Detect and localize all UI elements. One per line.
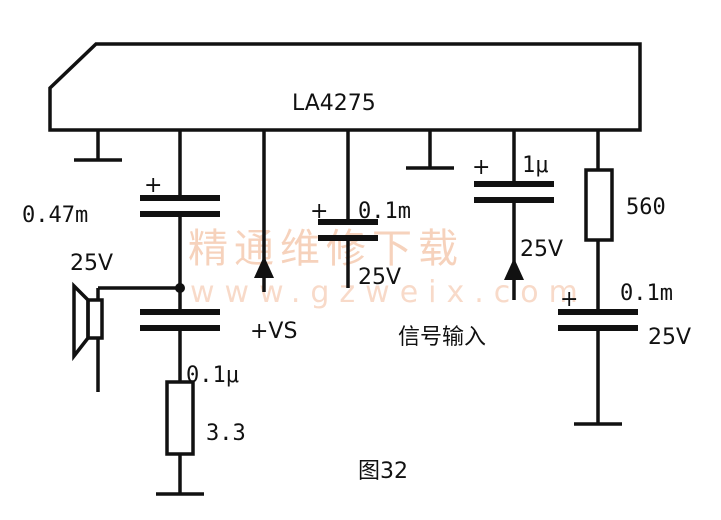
supply-arrow-icon (254, 256, 274, 278)
ground-bottom-right (574, 328, 622, 426)
zobel-resistor (165, 380, 195, 456)
mid-capacitor-plus: + (310, 199, 328, 224)
ground-pin-center (406, 130, 454, 170)
output-capacitor-plus: + (144, 173, 162, 198)
ic-label: LA4275 (292, 91, 376, 116)
input-capacitor (474, 181, 554, 203)
right-capacitor-plus: + (560, 287, 578, 312)
output-capacitor-voltage: 25V (70, 251, 113, 276)
right-resistor-value: 560 (626, 195, 666, 220)
output-capacitor (140, 195, 220, 217)
ground-pin-left (74, 130, 122, 162)
right-capacitor-voltage: 25V (648, 325, 691, 350)
ic-body (48, 42, 642, 132)
input-label: 信号输入 (398, 325, 486, 350)
figure-caption: 图32 (358, 459, 408, 484)
mid-capacitor-voltage: 25V (358, 265, 401, 290)
input-capacitor-value: 1μ (522, 153, 549, 178)
zobel-capacitor-value: 0.1μ (186, 363, 239, 388)
ground-bottom-left (156, 454, 204, 496)
right-resistor (584, 168, 614, 242)
supply-label: +VS (250, 319, 297, 344)
output-capacitor-value: 0.47m (22, 203, 88, 228)
right-capacitor-value: 0.1m (620, 281, 673, 306)
mid-capacitor-value: 0.1m (358, 199, 411, 224)
zobel-resistor-value: 3.3 (206, 421, 246, 446)
zobel-capacitor (140, 309, 220, 331)
right-capacitor (558, 309, 638, 331)
speaker-icon (72, 281, 104, 362)
watermark-chinese: 精通维修下载 (188, 226, 464, 272)
input-arrow-icon (504, 258, 524, 280)
input-capacitor-voltage: 25V (520, 237, 563, 262)
input-capacitor-plus: + (472, 155, 490, 180)
